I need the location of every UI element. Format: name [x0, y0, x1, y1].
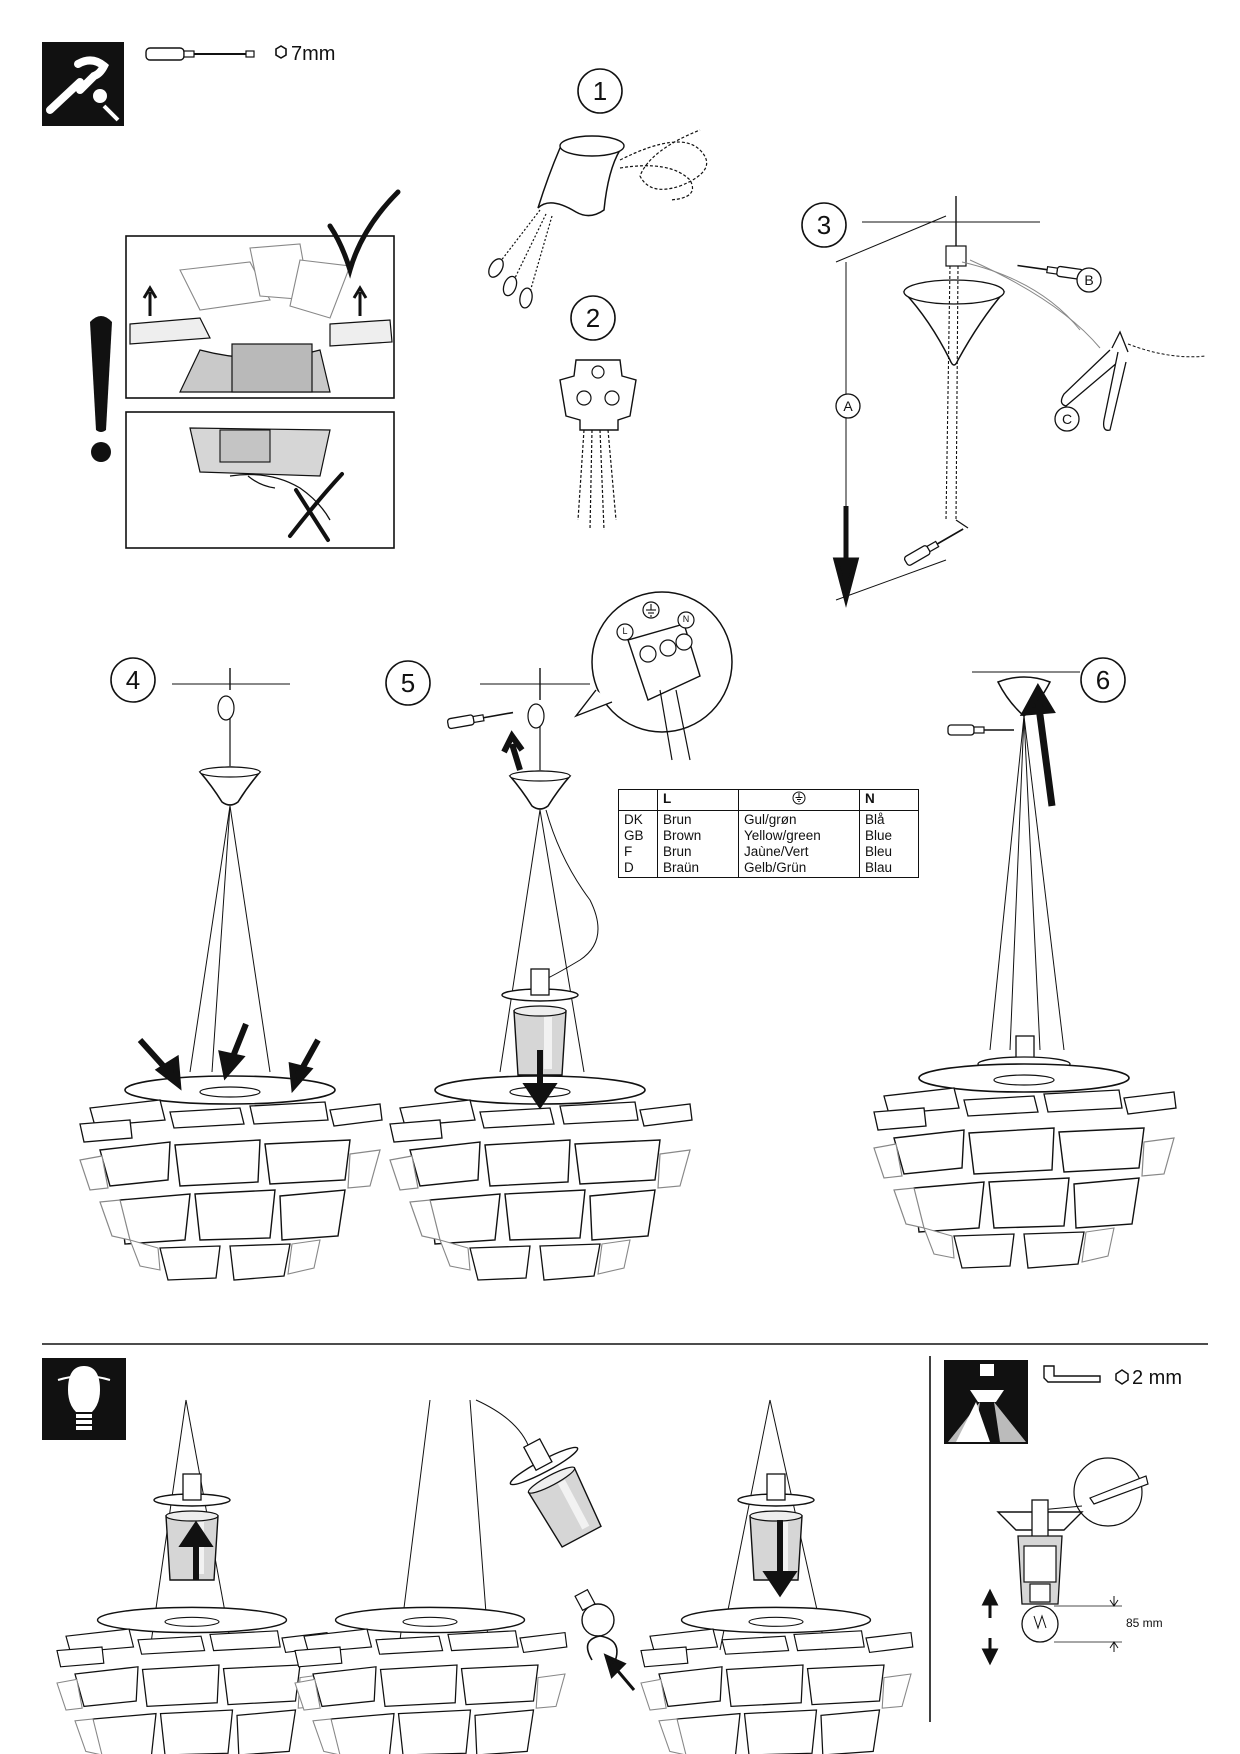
table-cell: Yellow/green: [744, 828, 821, 843]
checkmark-icon: [327, 189, 401, 279]
step-3-illustration: [832, 196, 1207, 608]
step-5-number: 5: [400, 668, 416, 698]
wire-colour-table: L N DK GB F D Brun Brown Brun Braün Gul/…: [618, 789, 919, 878]
table-header-earth: [738, 789, 860, 811]
bulb-change-illustration: [294, 1399, 636, 1754]
step-2-number: 2: [585, 303, 601, 333]
step-1-illustration: [488, 129, 708, 309]
table-live-column: Brun Brown Brun Braün: [657, 810, 739, 878]
bulb-distance-label: 85 mm: [1126, 1616, 1163, 1630]
table-country-column: DK GB F D: [618, 810, 658, 878]
table-cell: Brun: [663, 844, 692, 859]
step-1-number: 1: [592, 76, 608, 106]
terminal-l-label: L: [622, 626, 628, 636]
table-cell: GB: [624, 828, 644, 843]
bulb-install-illustration: [640, 1399, 914, 1754]
callout-circles: [835, 267, 1102, 432]
cross-icon: [288, 472, 344, 542]
table-cell: Bleu: [865, 844, 893, 859]
bulb-remove-illustration: [56, 1399, 330, 1754]
hex-icon: [275, 45, 287, 59]
table-cell: Blau: [865, 860, 893, 875]
step-4-number: 4: [125, 665, 141, 695]
step-5-illustration: [389, 591, 733, 1281]
step-3-number: 3: [816, 210, 832, 240]
table-cell: Gul/grøn: [744, 812, 797, 827]
callout-c: C: [1061, 411, 1073, 427]
table-cell: F: [624, 844, 633, 859]
terminal-n-label: N: [682, 614, 690, 624]
step-circles: [110, 68, 1126, 706]
step-6-number: 6: [1095, 665, 1111, 695]
step-4-illustration: [79, 668, 383, 1281]
callout-b: B: [1084, 272, 1094, 288]
step-6-illustration: [873, 671, 1177, 1269]
table-cell: DK: [624, 812, 643, 827]
table-header-live: L: [657, 789, 739, 811]
table-cell: Gelb/Grün: [744, 860, 807, 875]
screwdriver-size-label: 7mm: [291, 43, 336, 65]
terminal-markers: [616, 601, 695, 641]
table-cell: Brun: [663, 812, 692, 827]
step-2-illustration: [559, 359, 637, 531]
table-cell: D: [624, 860, 634, 875]
hex-key-icon: [1043, 1365, 1101, 1383]
table-header-country: [618, 789, 658, 811]
warning-exclamation-icon: [90, 316, 112, 462]
incorrect-handling-panel: [125, 411, 395, 549]
table-cell: Braün: [663, 860, 700, 875]
hex-key-size-label: 2 mm: [1132, 1367, 1182, 1389]
bulb-height-illustration: [981, 1457, 1149, 1666]
hex-icon-2: [1115, 1369, 1129, 1385]
light-direction-icon: [944, 1360, 1028, 1444]
table-header-neutral: N: [859, 789, 919, 811]
tool-icon-box: [42, 42, 124, 126]
callout-a: A: [843, 398, 853, 414]
table-cell: Blue: [865, 828, 893, 843]
table-neutral-column: Blå Blue Bleu Blau: [859, 810, 919, 878]
earth-symbol-icon: [792, 791, 806, 805]
bulb-icon: [42, 1358, 126, 1440]
table-earth-column: Gul/grøn Yellow/green Jaùne/Vert Gelb/Gr…: [738, 810, 860, 878]
table-cell: Blå: [865, 812, 885, 827]
screwdriver-icon: [145, 47, 255, 61]
earth-symbol-icon: [646, 604, 656, 617]
table-cell: Jaùne/Vert: [744, 844, 809, 859]
table-cell: Brown: [663, 828, 702, 843]
